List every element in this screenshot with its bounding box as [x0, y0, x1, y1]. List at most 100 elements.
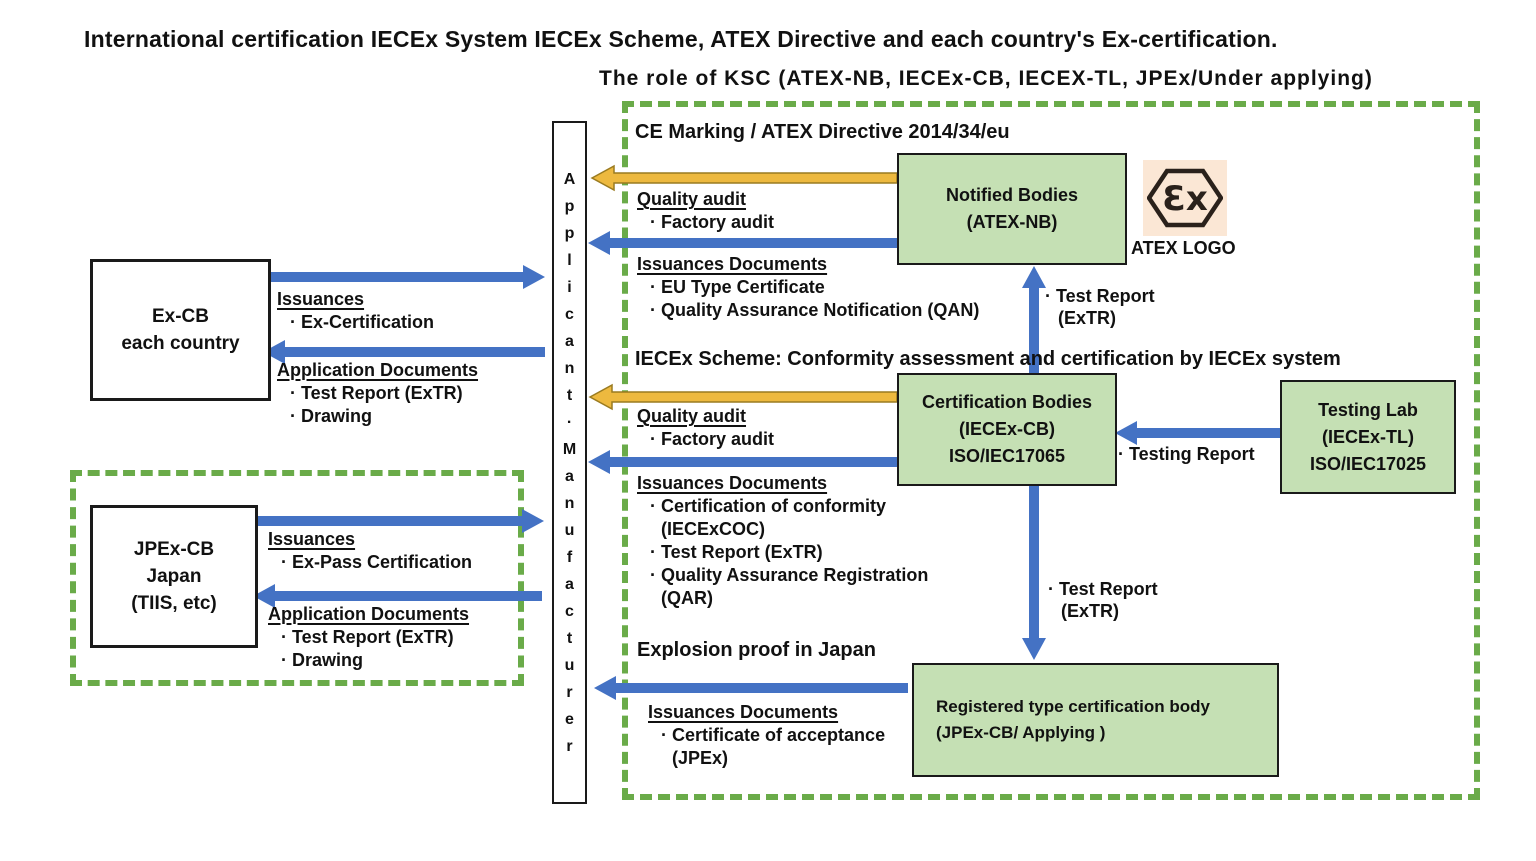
applicant-letter: n — [564, 494, 575, 512]
label-item: (QAR) — [661, 588, 713, 608]
applicant-letter: t — [566, 629, 573, 647]
applicant-letter: a — [565, 467, 574, 485]
jpex-scope-dashed-frame — [70, 470, 524, 686]
label-item: · Factory audit — [650, 429, 775, 449]
testing-lab-line: (IECEx-TL) — [1322, 426, 1414, 447]
applicant-letter: r — [566, 683, 573, 701]
japan-issuances-label: Issuances Documents · Certificate of acc… — [648, 701, 885, 770]
ce-section-heading: CE Marking / ATEX Directive 2014/34/eu — [635, 121, 1010, 143]
label-item: (ExTR) — [1061, 601, 1119, 621]
registered-body-line: Registered type certification body — [936, 697, 1210, 716]
applicant-letter: t — [566, 386, 573, 404]
atex-logo-caption: ATEX LOGO — [1131, 238, 1236, 258]
label-item: · Quality Assurance Notification (QAN) — [650, 300, 980, 320]
label-item: · Drawing — [290, 406, 373, 426]
atex-ex-hexagon-icon: Ɛx — [1147, 168, 1223, 228]
label-item: (ExTR) — [1058, 308, 1116, 328]
arrow-excb-application — [263, 340, 545, 364]
applicant-letter: p — [564, 224, 575, 242]
label-item: · Factory audit — [650, 212, 775, 232]
page-title: International certification IECEx System… — [84, 26, 1278, 52]
arrow-japan-issuances — [594, 676, 908, 700]
notified-bodies-box: Notified Bodies (ATEX-NB) — [897, 153, 1127, 265]
jpex-cb-box: JPEx-CB Japan (TIIS, etc) — [90, 505, 258, 648]
label-item: · Certification of conformity — [650, 496, 887, 516]
diagram-subtitle: The role of KSC (ATEX-NB, IECEx-CB, IECE… — [599, 67, 1373, 90]
registered-body-box: Registered type certification body (JPEx… — [912, 663, 1279, 777]
ksc-scope-dashed-frame — [622, 101, 1480, 800]
label-heading: Application Documents — [268, 604, 470, 624]
arrow-iecex-issuances — [588, 450, 897, 474]
applicant-letter: r — [566, 737, 573, 755]
label-item: · Testing Report — [1118, 444, 1255, 464]
registered-body-line: (JPEx-CB/ Applying ) — [936, 723, 1106, 742]
label-item: · Ex-Certification — [290, 312, 435, 332]
certification-bodies-box: Certification Bodies (IECEx-CB) ISO/IEC1… — [897, 373, 1117, 486]
arrow-testing-report — [1115, 421, 1280, 445]
label-item: · Ex-Pass Certification — [281, 552, 473, 572]
testing-lab-line: Testing Lab — [1318, 399, 1418, 420]
japan-section-heading: Explosion proof in Japan — [637, 639, 876, 661]
ex-cb-line: Ex-CB — [151, 306, 209, 327]
arrow-jpex-issuances — [258, 509, 544, 533]
label-item: · Quality Assurance Registration — [650, 565, 929, 585]
label-heading: Issuances Documents — [637, 473, 828, 493]
applicant-letter: M — [562, 440, 577, 458]
applicant-letter: u — [564, 521, 575, 539]
certification-bodies-line: ISO/IEC17065 — [948, 446, 1066, 466]
applicant-letter: p — [564, 197, 575, 215]
notified-bodies-line: Notified Bodies — [945, 185, 1078, 205]
iecex-test-report-down-label: · Test Report (ExTR) — [1048, 578, 1158, 622]
certification-bodies-line: (IECEx-CB) — [958, 419, 1055, 439]
jpex-application-label: Application Documents · Test Report (ExT… — [268, 603, 469, 672]
excb-application-label: Application Documents · Test Report (ExT… — [277, 359, 478, 428]
applicant-letter: a — [565, 575, 574, 593]
svg-text:Ɛx: Ɛx — [1162, 179, 1208, 219]
label-item: (IECExCOC) — [661, 519, 766, 539]
arrow-ce-issuances — [588, 231, 897, 255]
label-item: · Test Report — [1045, 286, 1155, 306]
testing-lab-box: Testing Lab (IECEx-TL) ISO/IEC17025 — [1280, 380, 1456, 494]
applicant-letter: n — [564, 359, 575, 377]
testing-report-label: · Testing Report — [1118, 443, 1255, 466]
label-heading: Application Documents — [277, 360, 479, 380]
applicant-letter: A — [563, 170, 576, 188]
arrow-excb-issuances — [268, 265, 545, 289]
certification-bodies-line: Certification Bodies — [921, 392, 1093, 412]
label-item: · Certificate of acceptance — [661, 725, 886, 745]
testing-lab-line: ISO/IEC17025 — [1309, 453, 1427, 474]
jpex-cb-line: (TIIS, etc) — [131, 593, 217, 614]
excb-issuances-label: Issuances · Ex-Certification — [277, 288, 434, 334]
label-item: (JPEx) — [672, 748, 729, 768]
ex-cb-box: Ex-CB each country — [90, 259, 271, 401]
applicant-letter: e — [565, 710, 574, 728]
jpex-cb-line: Japan — [146, 566, 202, 587]
atex-logo: Ɛx — [1143, 160, 1227, 236]
arrow-test-report-up — [1022, 266, 1046, 373]
notified-bodies-line: (ATEX-NB) — [966, 212, 1058, 232]
ce-quality-audit-label: Quality audit · Factory audit — [637, 188, 774, 234]
applicant-letter: u — [564, 656, 575, 674]
iecex-issuances-label: Issuances Documents · Certification of c… — [637, 472, 928, 610]
applicant-letter: c — [565, 305, 574, 323]
applicant-letter: c — [565, 602, 574, 620]
label-item: · Test Report (ExTR) — [290, 383, 463, 403]
applicant-letter: i — [567, 278, 572, 296]
iecex-section-heading: IECEx Scheme: Conformity assessment and … — [635, 348, 1341, 370]
label-heading: Quality audit — [637, 189, 747, 209]
label-item: · Test Report (ExTR) — [650, 542, 823, 562]
arrow-test-report-down — [1022, 482, 1046, 660]
label-heading: Issuances Documents — [648, 702, 839, 722]
arrow-jpex-application — [253, 584, 542, 608]
jpex-issuances-label: Issuances · Ex-Pass Certification — [268, 528, 472, 574]
label-item: · EU Type Certificate — [650, 277, 825, 297]
ce-issuances-label: Issuances Documents · EU Type Certificat… — [637, 253, 979, 322]
applicant-letter: f — [566, 548, 573, 566]
label-item: · Drawing — [281, 650, 364, 670]
iecex-quality-audit-label: Quality audit · Factory audit — [637, 405, 774, 451]
label-heading: Issuances — [277, 289, 365, 309]
ex-cb-line: each country — [121, 333, 240, 354]
ce-test-report-label: · Test Report (ExTR) — [1045, 285, 1155, 329]
